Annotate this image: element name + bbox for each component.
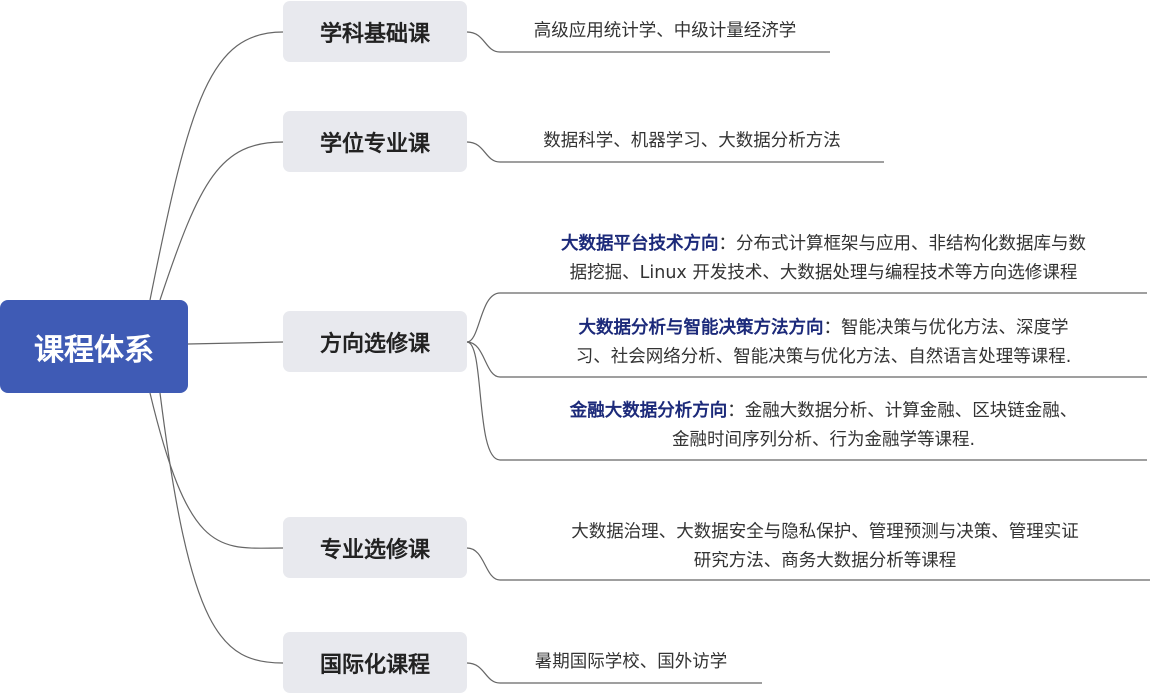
branch-node-professional[interactable]: 专业选修课 xyxy=(283,517,467,578)
leaf-text: 暑期国际学校、国外访学 xyxy=(534,652,728,672)
leaf-professional[interactable]: 大数据治理、大数据安全与隐私保护、管理预测与决策、管理实证 研究方法、商务大数据… xyxy=(500,518,1150,576)
leaf-text: 大数据治理、大数据安全与隐私保护、管理预测与决策、管理实证 xyxy=(571,522,1079,542)
leaf-degree[interactable]: 数据科学、机器学习、大数据分析方法 xyxy=(500,127,884,156)
branch-label: 学科基础课 xyxy=(319,21,430,47)
branch-label: 学位专业课 xyxy=(319,131,430,157)
leaf-foundation[interactable]: 高级应用统计学、中级计量经济学 xyxy=(500,17,830,46)
leaf-text: 分布式计算框架与应用、非结构化数据库与数 xyxy=(736,234,1086,254)
branch-label: 专业选修课 xyxy=(319,537,430,563)
leaf-sep: ： xyxy=(727,401,745,421)
branch-node-international[interactable]: 国际化课程 xyxy=(283,632,467,693)
leaf-text: 研究方法、商务大数据分析等课程 xyxy=(693,551,957,571)
root-label: 课程体系 xyxy=(34,332,154,368)
branch-node-foundation[interactable]: 学科基础课 xyxy=(283,1,467,62)
leaf-text: 金融大数据分析、计算金融、区块链金融、 xyxy=(744,401,1078,421)
leaf-text: 习、社会网络分析、智能决策与优化方法、自然语言处理等课程. xyxy=(575,347,1072,367)
leaf-text: 智能决策与优化方法、深度学 xyxy=(841,318,1069,338)
root-node[interactable]: 课程体系 xyxy=(0,300,188,393)
leaf-text: 据挖掘、Linux 开发技术、大数据处理与编程技术等方向选修课程 xyxy=(569,263,1078,283)
leaf-sep: ： xyxy=(823,318,842,338)
branch-node-degree[interactable]: 学位专业课 xyxy=(283,111,467,172)
leaf-direction-finance[interactable]: 金融大数据分析方向：金融大数据分析、计算金融、区块链金融、 金融时间序列分析、行… xyxy=(500,397,1147,455)
leaf-direction-platform[interactable]: 大数据平台技术方向：分布式计算框架与应用、非结构化数据库与数 据挖掘、Linux… xyxy=(500,230,1147,288)
leaf-international[interactable]: 暑期国际学校、国外访学 xyxy=(500,648,762,677)
branch-label: 国际化课程 xyxy=(319,652,430,678)
branch-label: 方向选修课 xyxy=(319,331,430,357)
branch-node-direction[interactable]: 方向选修课 xyxy=(283,311,467,372)
leaf-text: 数据科学、机器学习、大数据分析方法 xyxy=(543,131,841,151)
leaf-direction-analytics[interactable]: 大数据分析与智能决策方法方向：智能决策与优化方法、深度学 习、社会网络分析、智能… xyxy=(500,314,1147,372)
leaf-title: 大数据分析与智能决策方法方向 xyxy=(578,318,824,338)
leaf-sep: ： xyxy=(718,234,737,254)
leaf-text: 高级应用统计学、中级计量经济学 xyxy=(533,21,797,41)
leaf-title: 金融大数据分析方向 xyxy=(569,401,728,421)
leaf-text: 金融时间序列分析、行为金融学等课程. xyxy=(671,430,976,450)
leaf-title: 大数据平台技术方向 xyxy=(561,234,719,254)
